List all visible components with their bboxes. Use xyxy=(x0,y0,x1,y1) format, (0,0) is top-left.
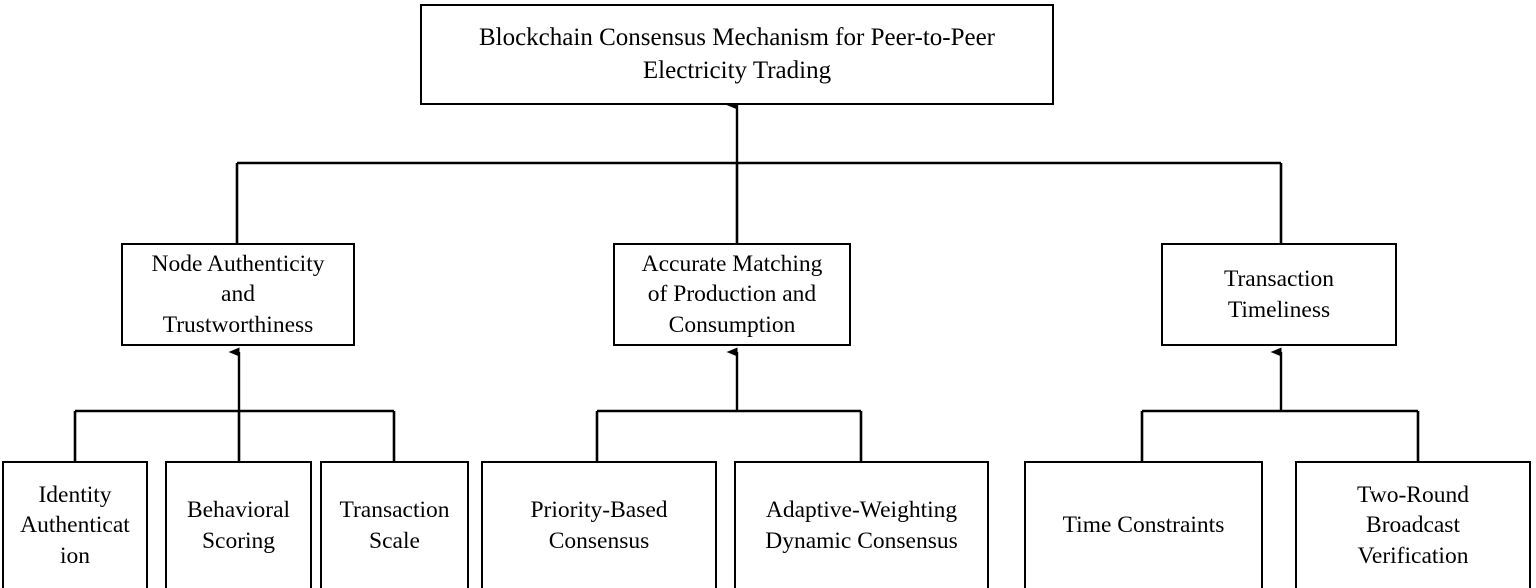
node-leaf-two-round-broadcast-verification: Two-Round Broadcast Verification xyxy=(1295,461,1531,588)
node-root: Blockchain Consensus Mechanism for Peer-… xyxy=(420,4,1054,105)
node-branch-transaction-timeliness-label: Transaction Timeliness xyxy=(1223,265,1335,323)
node-branch-node-authenticity-label: Node Authenticity and Trustworthiness xyxy=(151,250,325,338)
node-branch-transaction-timeliness: Transaction Timeliness xyxy=(1161,243,1397,346)
node-leaf-two-round-broadcast-verification-label: Two-Round Broadcast Verification xyxy=(1357,481,1469,569)
node-leaf-priority-based-consensus: Priority-Based Consensus xyxy=(481,461,717,588)
node-branch-accurate-matching-label: Accurate Matching of Production and Cons… xyxy=(641,250,823,338)
node-leaf-identity-authentication: Identity Authenticat ion xyxy=(2,461,148,588)
node-leaf-adaptive-weighting-dynamic-consensus-label: Adaptive-Weighting Dynamic Consensus xyxy=(765,496,958,554)
connector-branch-transaction-timeliness-bus xyxy=(1140,347,1420,461)
node-leaf-identity-authentication-label: Identity Authenticat ion xyxy=(20,481,130,569)
node-leaf-transaction-scale-label: Transaction Scale xyxy=(339,496,450,554)
node-leaf-transaction-scale: Transaction Scale xyxy=(320,461,469,588)
node-leaf-priority-based-consensus-label: Priority-Based Consensus xyxy=(530,496,668,554)
node-branch-node-authenticity: Node Authenticity and Trustworthiness xyxy=(121,243,355,346)
node-branch-accurate-matching: Accurate Matching of Production and Cons… xyxy=(613,243,851,346)
node-leaf-time-constraints-label: Time Constraints xyxy=(1062,512,1225,539)
node-leaf-time-constraints: Time Constraints xyxy=(1024,461,1263,588)
connector-branch-node-authenticity-bus xyxy=(73,347,396,461)
node-root-label: Blockchain Consensus Mechanism for Peer-… xyxy=(478,24,996,84)
node-leaf-behavioral-scoring: Behavioral Scoring xyxy=(165,461,312,588)
connector-root-bus xyxy=(235,100,1283,243)
connector-branch-accurate-matching-bus xyxy=(595,347,863,461)
node-leaf-behavioral-scoring-label: Behavioral Scoring xyxy=(186,496,291,554)
node-leaf-adaptive-weighting-dynamic-consensus: Adaptive-Weighting Dynamic Consensus xyxy=(734,461,989,588)
